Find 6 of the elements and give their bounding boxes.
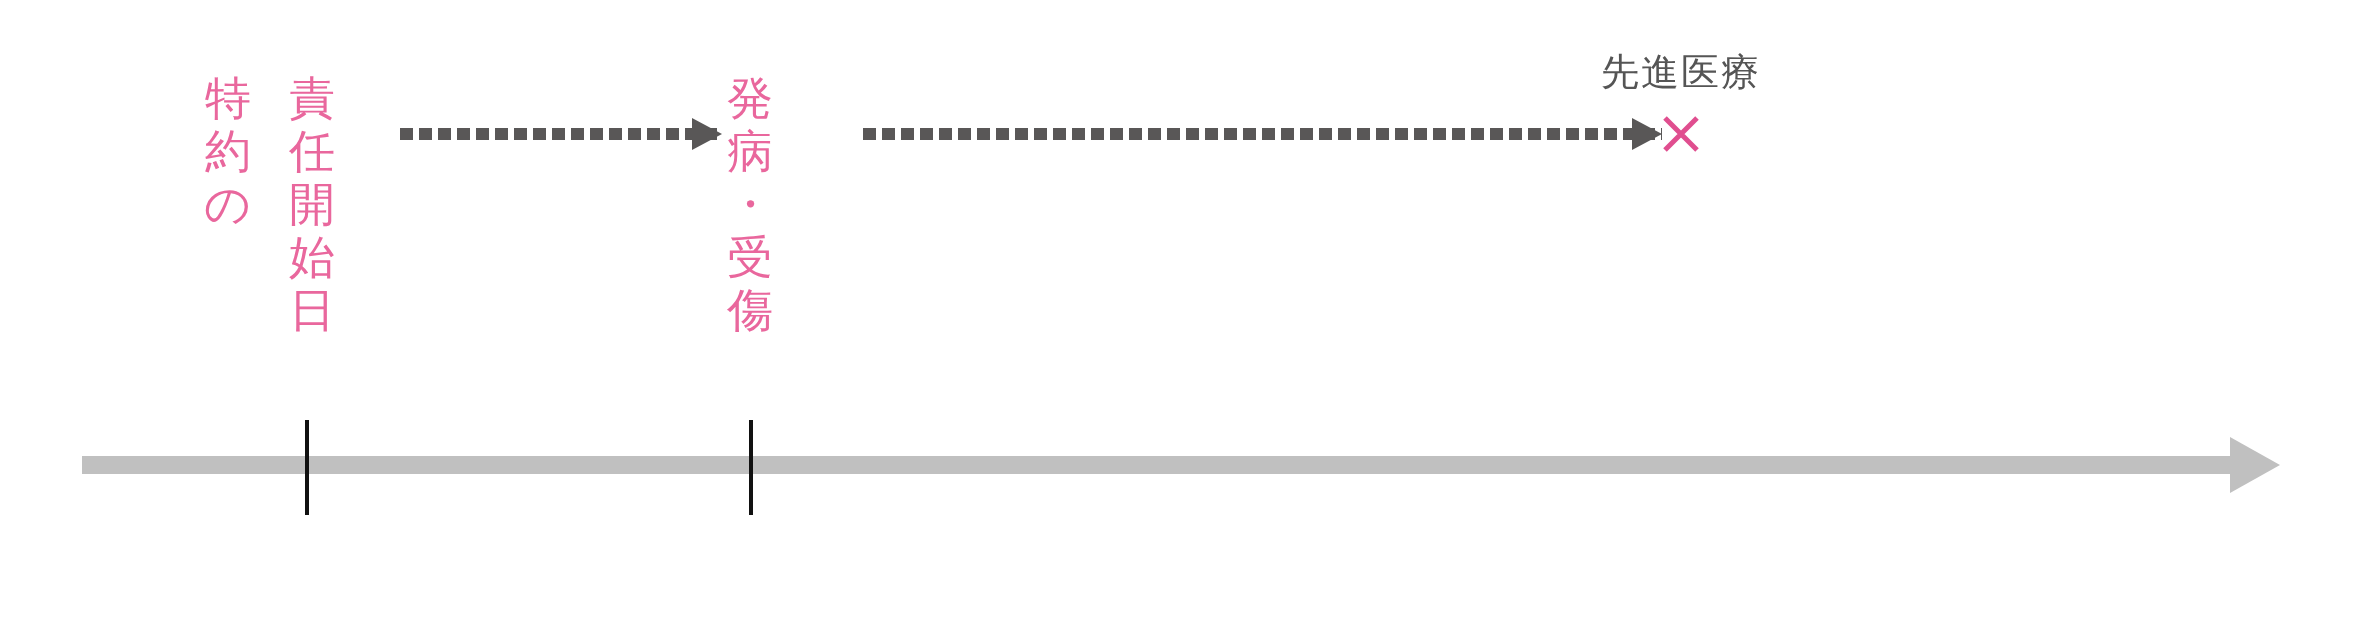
dashed-arrow [400,118,722,150]
vertical-label: 責任開始日 [287,72,336,337]
dashed-arrow [863,118,1662,150]
vertical-label: 特約の [203,72,253,231]
vertical-label: 発病・受傷 [725,72,774,337]
annotation-label: 先進医療 [1600,49,1762,96]
